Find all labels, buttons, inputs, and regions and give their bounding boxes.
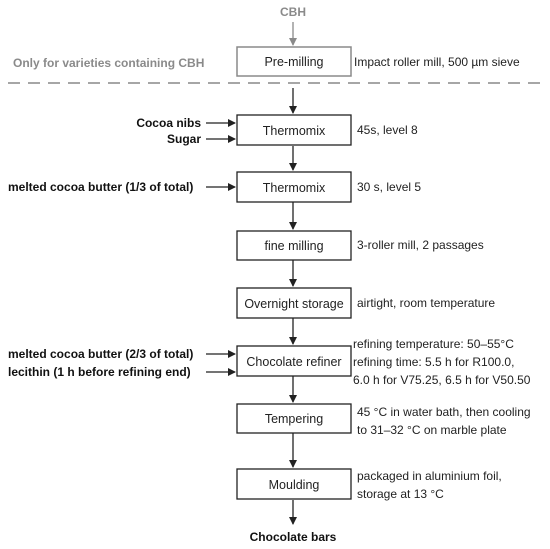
- input-label-cocoa-butter-third: melted cocoa butter (1/3 of total): [8, 180, 193, 194]
- step-box-overnight-storage: [236, 287, 352, 319]
- step-box-thermomix-2: [236, 171, 352, 203]
- step-note-fine-milling: 3-roller mill, 2 passages: [357, 238, 484, 252]
- step-label-thermomix-1: Thermomix: [263, 124, 326, 138]
- step-note-refiner-line-2: refining time: 5.5 h for R100.0,: [353, 355, 514, 369]
- step-label-thermomix-2: Thermomix: [263, 181, 326, 195]
- step-note-moulding-line-1: packaged in aluminium foil,: [357, 469, 502, 483]
- step-label-fine-milling: fine milling: [264, 239, 323, 253]
- input-label-sugar: Sugar: [167, 132, 201, 146]
- step-note-moulding-line-2: storage at 13 °C: [357, 487, 444, 501]
- step-note-refiner-line-1: refining temperature: 50–55°C: [353, 337, 514, 351]
- step-note-tempering-line-2: to 31–32 °C on marble plate: [357, 423, 507, 437]
- step-note-overnight-storage: airtight, room temperature: [357, 296, 495, 310]
- step-box-moulding: [236, 468, 352, 500]
- cbh-input-label: CBH: [280, 5, 306, 19]
- step-label-tempering: Tempering: [265, 412, 323, 426]
- step-box-tempering: [236, 403, 352, 434]
- step-box-premilling: [236, 46, 352, 77]
- input-label-lecithin: lecithin (1 h before refining end): [8, 365, 191, 379]
- step-box-chocolate-refiner: [236, 345, 352, 377]
- step-label-chocolate-refiner: Chocolate refiner: [246, 355, 341, 369]
- output-label: Chocolate bars: [250, 530, 337, 544]
- step-box-fine-milling: [236, 230, 352, 261]
- step-note-thermomix-1: 45s, level 8: [357, 123, 418, 137]
- input-label-cocoa-butter-two-thirds: melted cocoa butter (2/3 of total): [8, 347, 193, 361]
- step-note-thermomix-2: 30 s, level 5: [357, 180, 421, 194]
- step-box-thermomix-1: [236, 114, 352, 146]
- premilling-condition-note: Only for varieties containing CBH: [13, 56, 204, 70]
- step-label-premilling: Pre-milling: [264, 55, 323, 69]
- step-label-overnight-storage: Overnight storage: [244, 297, 343, 311]
- step-label-moulding: Moulding: [269, 478, 320, 492]
- step-note-tempering-line-1: 45 °C in water bath, then cooling: [357, 405, 531, 419]
- step-note-refiner-line-3: 6.0 h for V75.25, 6.5 h for V50.50: [353, 373, 531, 387]
- step-note-premilling: Impact roller mill, 500 µm sieve: [354, 55, 520, 69]
- input-label-cocoa-nibs: Cocoa nibs: [136, 116, 201, 130]
